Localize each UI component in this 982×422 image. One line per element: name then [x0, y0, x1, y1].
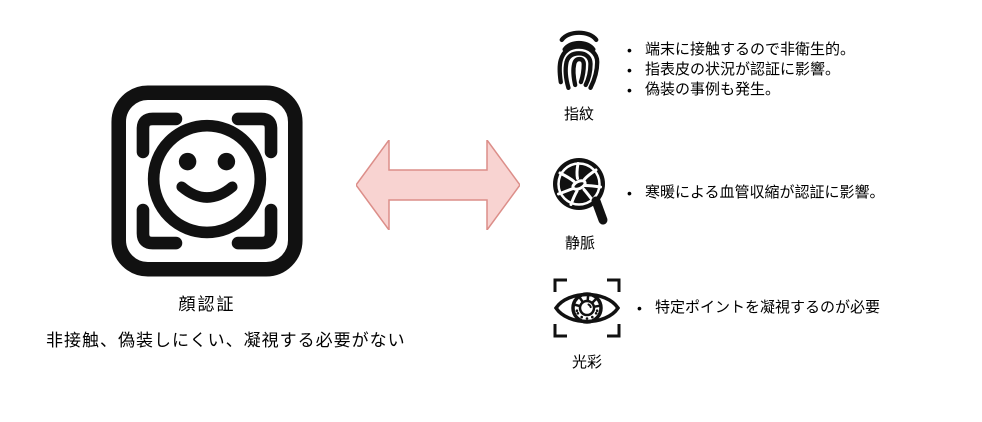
face-description: 非接触、偽装しにくい、凝視する必要がない: [46, 331, 406, 350]
iris-scan-icon: [553, 278, 621, 338]
bullet-text: 特定ポイントを凝視するのが必要: [655, 299, 881, 316]
bullet-item: 偽装の事例も発生。: [627, 80, 855, 100]
face-scan-icon: [111, 85, 303, 277]
vein-bullets: 寒暖による血管収縮が認証に影響。: [627, 183, 885, 203]
double-arrow-icon: [356, 140, 520, 230]
bullet-item: 特定ポイントを凝視するのが必要: [637, 298, 880, 318]
bullet-text: 指表皮の状況が認証に影響。: [645, 61, 841, 78]
vein-magnifier-icon: [553, 158, 608, 225]
fingerprint-bullets: 端末に接触するので非衛生的。 指表皮の状況が認証に影響。 偽装の事例も発生。: [627, 40, 855, 100]
face-label: 顔認証: [178, 295, 236, 314]
iris-bullets: 特定ポイントを凝視するのが必要: [637, 298, 880, 318]
bullet-item: 指表皮の状況が認証に影響。: [627, 60, 855, 80]
vein-label: 静脈: [564, 235, 595, 252]
bullet-item: 寒暖による血管収縮が認証に影響。: [627, 183, 885, 203]
bullet-item: 端末に接触するので非衛生的。: [627, 40, 855, 60]
fingerprint-icon: [557, 30, 600, 90]
fingerprint-label: 指紋: [563, 106, 594, 123]
double-arrow-polygon: [356, 140, 520, 230]
iris-label: 光彩: [571, 354, 602, 371]
bullet-text: 端末に接触するので非衛生的。: [645, 41, 856, 58]
bullet-text: 偽装の事例も発生。: [645, 81, 781, 98]
bullet-text: 寒暖による血管収縮が認証に影響。: [645, 184, 885, 201]
